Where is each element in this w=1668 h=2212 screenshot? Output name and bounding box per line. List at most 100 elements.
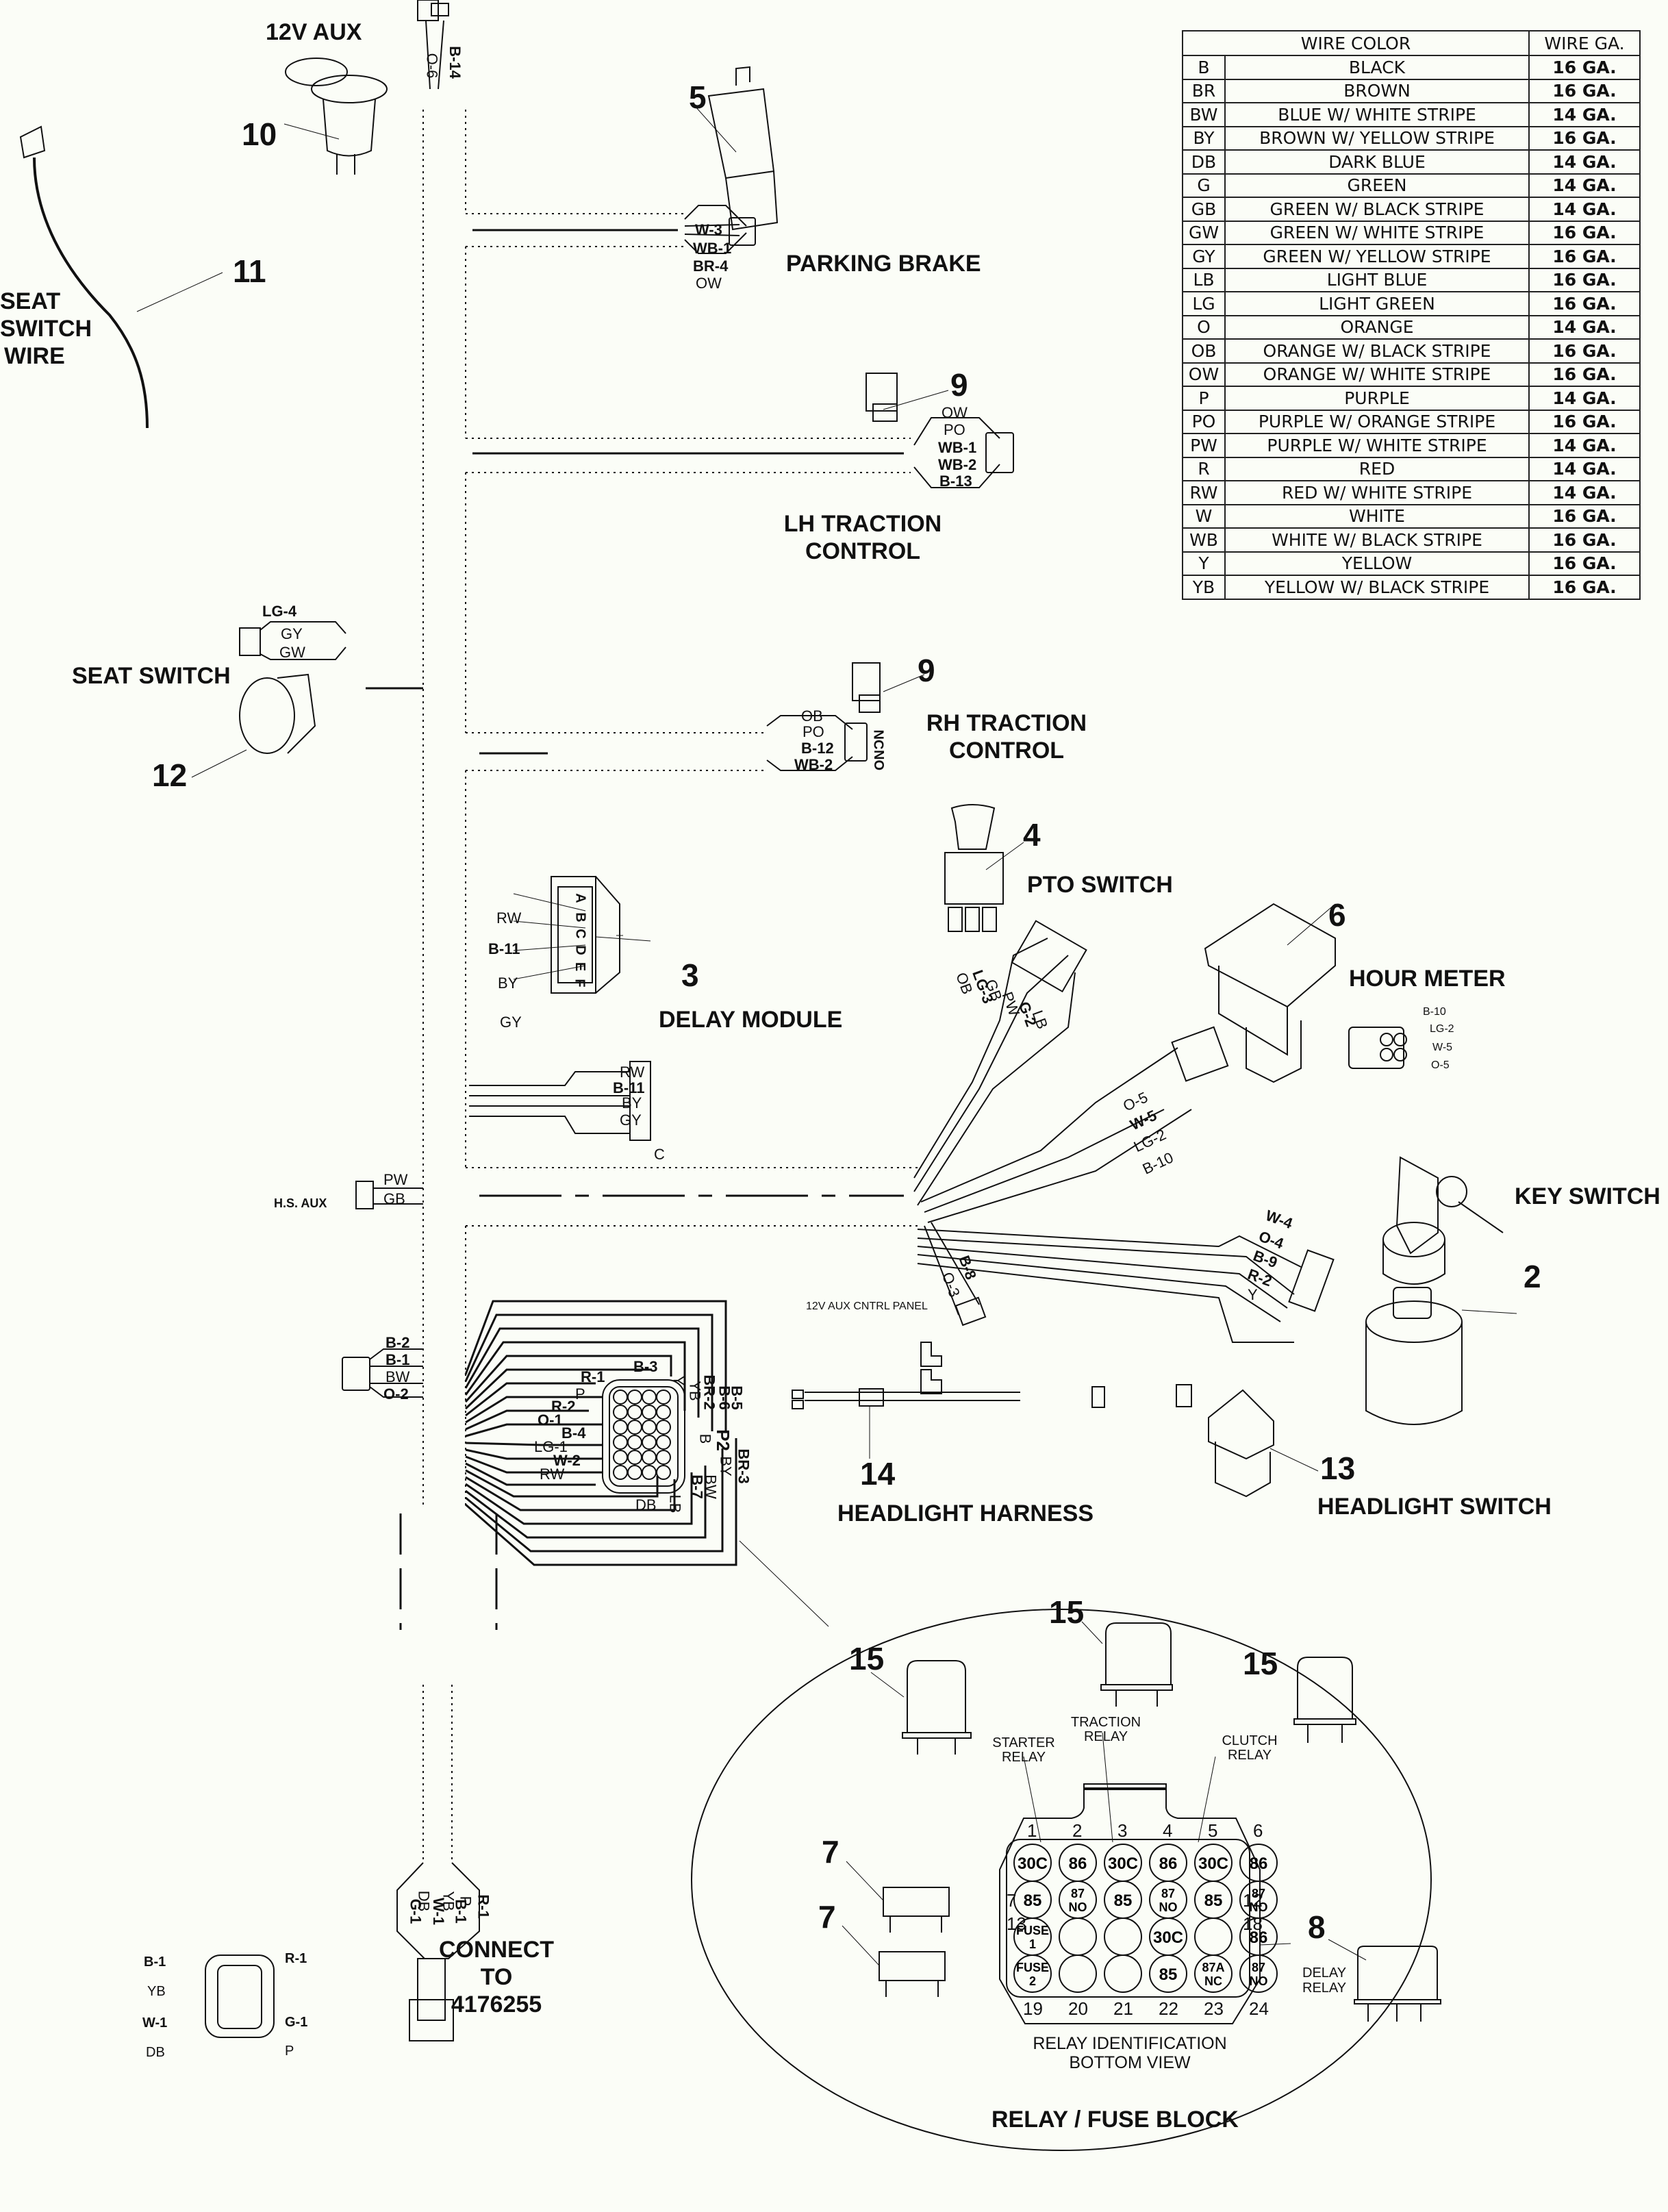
relay-bottom-number: 19 [1023,1998,1043,2019]
callout-2: 2 [1524,1259,1541,1294]
relay-cell-label: 30C [1153,1928,1183,1947]
relay-bottom-number: 22 [1159,1998,1178,2019]
dmh-wire-rw: RW [620,1064,645,1081]
wire-gy-seat: GY [281,625,303,642]
relay-cell-label: 85 [1204,1891,1223,1910]
legend-code: BY [1182,125,1226,151]
key-switch-label: KEY SWITCH [1515,1183,1660,1209]
relay-cell-label: 86 [1069,1855,1087,1873]
sc-wire-b1: B-1 [386,1351,410,1368]
legend-color: GREEN W/ YELLOW STRIPE [1224,244,1530,269]
main-trunk [422,110,918,1863]
legend-color: BLACK [1224,55,1530,80]
seat-switch-label: SEAT SWITCH [72,663,231,689]
parking-brake-label: PARKING BRAKE [786,251,981,277]
legend-code: O [1182,314,1226,340]
legend-gauge: 16 GA. [1528,551,1641,576]
legend-code: GW [1182,220,1226,245]
relay-cell-label: NO [1069,1900,1087,1914]
dmh-wire-gy: GY [620,1111,642,1129]
sc-wire-b2: B-2 [386,1334,410,1351]
callout-15-clutch: 15 [1243,1646,1278,1681]
relay-left-number: 13 [1007,1913,1026,1934]
dm-pin-a: A [572,893,588,903]
legend-gauge: 14 GA. [1528,456,1641,481]
hs-aux-label: H.S. AUX [274,1196,327,1210]
face-r1: R-1 [285,1951,307,1966]
legend-color: GREEN [1224,173,1530,198]
relay-top-number: 2 [1072,1820,1083,1841]
relay-cell-label: 1 [1029,1937,1036,1951]
legend-code: W [1182,503,1226,529]
legend-gauge: 16 GA. [1528,409,1641,434]
nc-label: NC [870,729,886,750]
legend-code: RW [1182,480,1226,505]
relay-cell [1149,1955,1187,1993]
legend-gauge: 14 GA. [1528,149,1641,175]
legend-color: PURPLE W/ ORANGE STRIPE [1224,409,1530,434]
wire-wb2-rh: WB-2 [794,756,833,773]
relay-top-number: 3 [1117,1820,1128,1841]
connect-to-label: CONNECT TO 4176255 [428,1936,565,2018]
callout-9-lh: 9 [950,367,968,403]
sc-wire-o2: O-2 [383,1385,409,1403]
relay-cell-label: 2 [1029,1974,1036,1988]
relay-cell-label: 87 [1252,1961,1265,1974]
legend-gauge: 16 GA. [1528,575,1641,600]
rh-traction-line-1: RH TRACTION [926,710,1087,736]
p2-wire-db: DB [635,1496,657,1513]
relay-cell-label: 30C [1018,1855,1048,1873]
dmh-wire-by: BY [622,1094,642,1111]
mc-wire-r1: R-1 [475,1894,492,1919]
relay-bottom-number: 24 [1249,1998,1269,2019]
callout-5: 5 [689,79,707,115]
hour-meter-label: HOUR METER [1349,966,1506,992]
seat-switch-wire-line-2: SWITCH [0,316,92,342]
dm-wire-b11: B-11 [488,940,520,957]
legend-code: OB [1182,338,1226,364]
legend-color: DARK BLUE [1224,149,1530,175]
callout-7-bottom: 7 [818,1899,836,1935]
dm-wire-by: BY [498,975,518,992]
legend-code: DB [1182,149,1226,175]
starter-relay-label: STARTER RELAY [992,1735,1055,1765]
p2-wire-r2: R-2 [551,1398,576,1415]
relay-cell-label: 30C [1108,1855,1138,1873]
legend-color: ORANGE [1224,314,1530,340]
relay-cell-label: 87A [1202,1961,1224,1974]
rh-traction-line-2: CONTROL [948,738,1065,764]
rh-traction-label: RH TRACTION CONTROL [924,709,1089,764]
aux-ctrl-panel-label: 12V AUX CNTRL PANEL [806,1300,928,1312]
relay-id-caption-line-2: BOTTOM VIEW [1069,2053,1191,2072]
hm-conn-o5: O-5 [1431,1059,1450,1071]
callout-3: 3 [681,957,699,993]
callout-8: 8 [1308,1909,1326,1945]
lh-traction-line-1: LH TRACTION [783,511,942,537]
aux12v-label: 12V AUX [266,19,362,45]
dm-pin-b: B [572,912,588,922]
relay-cell [1059,1955,1097,1993]
face-yb: YB [147,1984,166,1999]
legend-gauge: 14 GA. [1528,173,1641,198]
relay-cell-label: 87 [1161,1887,1175,1900]
legend-gauge: 16 GA. [1528,267,1641,292]
face-db: DB [146,2045,165,2060]
legend-gauge: 16 GA. [1528,125,1641,151]
legend-gauge: 14 GA. [1528,480,1641,505]
callout-4: 4 [1023,817,1041,853]
wire-ow: OW [696,275,722,292]
dm-pin-f: F [572,979,587,988]
legend-color: BROWN W/ YELLOW STRIPE [1224,125,1530,151]
legend-code: P [1182,386,1226,411]
relay-id-caption-line-1: RELAY IDENTIFICATION [1033,2034,1227,2053]
p2-wire-lg1: LG-1 [534,1438,568,1455]
